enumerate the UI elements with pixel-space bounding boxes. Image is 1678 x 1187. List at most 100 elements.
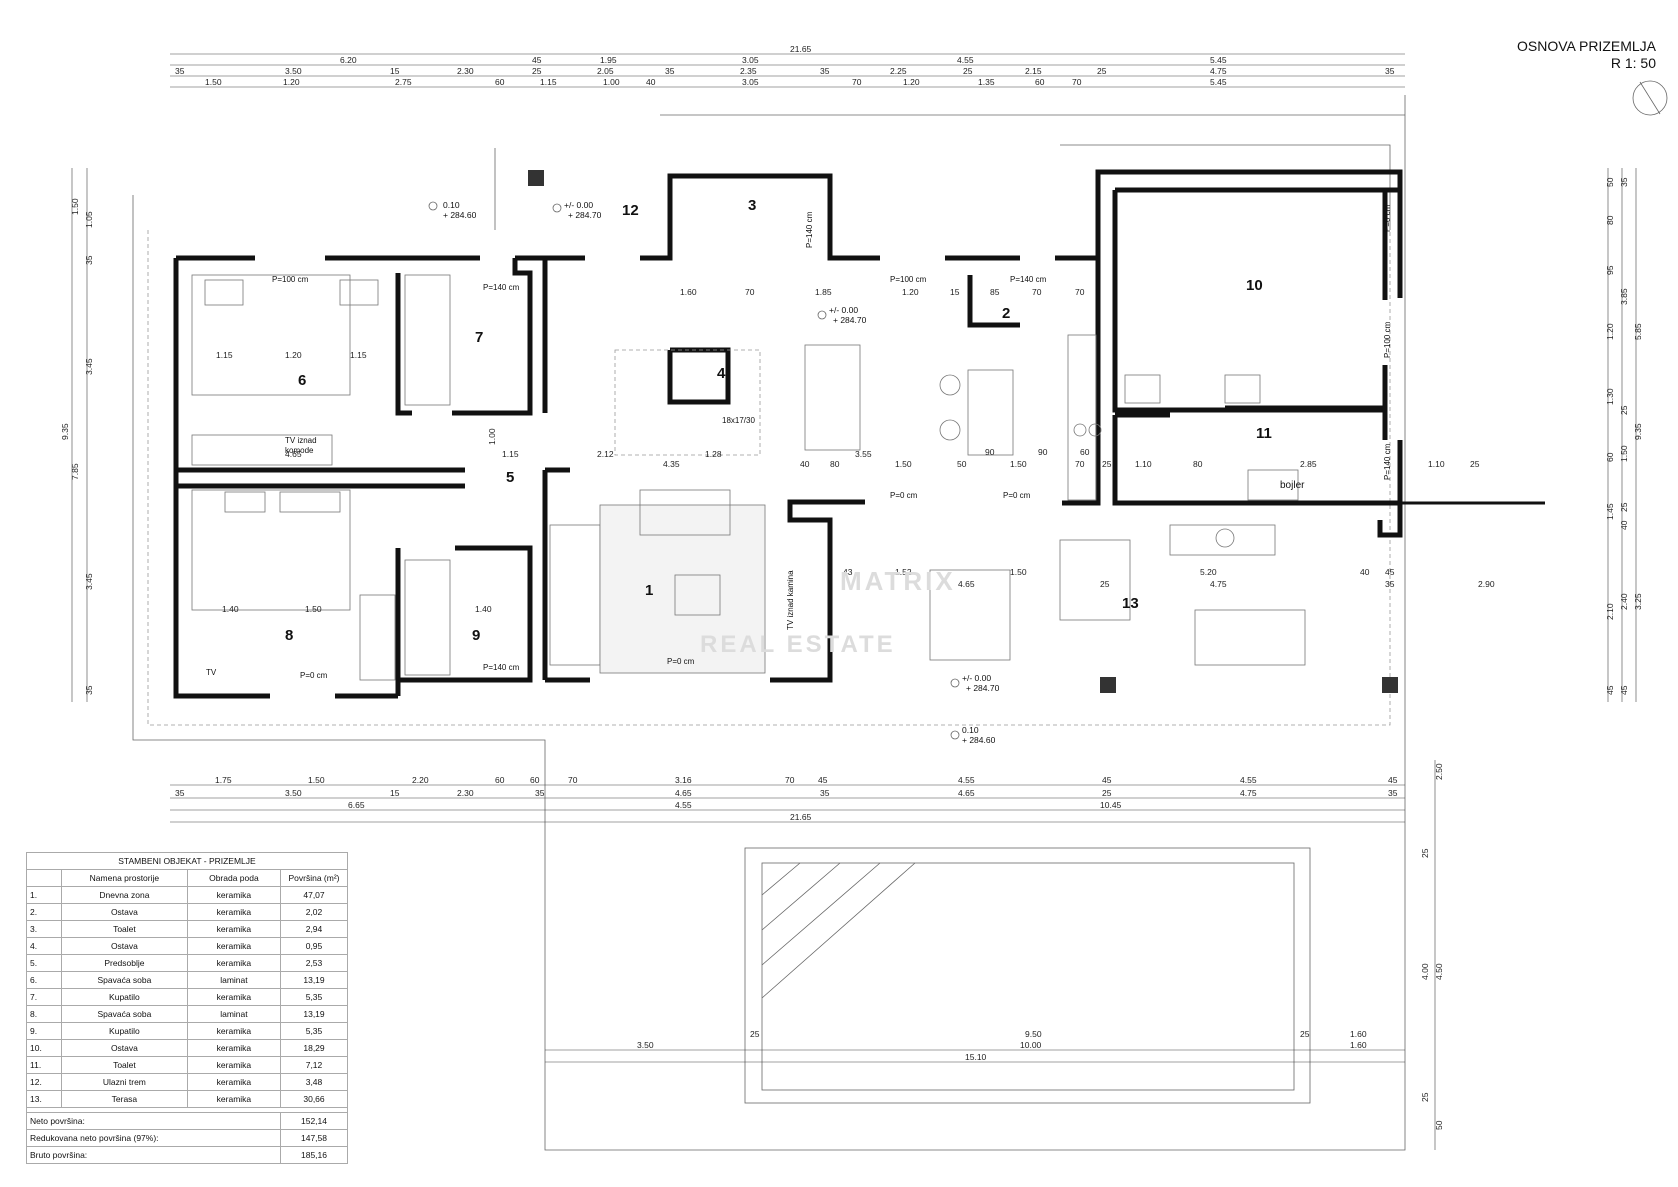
svg-text:35: 35 bbox=[1385, 579, 1395, 589]
svg-text:60: 60 bbox=[530, 775, 540, 785]
svg-text:1.30: 1.30 bbox=[1605, 388, 1615, 405]
svg-text:70: 70 bbox=[1072, 77, 1082, 87]
room-number-12: 12 bbox=[622, 202, 639, 219]
area-table-caption: STAMBENI OBJEKAT - PRIZEMLJE bbox=[26, 852, 348, 870]
svg-text:1.20: 1.20 bbox=[903, 77, 920, 87]
svg-text:1.10: 1.10 bbox=[1135, 459, 1152, 469]
area-table-header: Namena prostorije Obrada poda Površina (… bbox=[26, 869, 348, 887]
svg-text:4.50: 4.50 bbox=[1434, 963, 1444, 980]
svg-text:4.55: 4.55 bbox=[1240, 775, 1257, 785]
svg-text:1.40: 1.40 bbox=[222, 604, 239, 614]
svg-text:35: 35 bbox=[175, 788, 185, 798]
svg-text:5.45: 5.45 bbox=[1210, 55, 1227, 65]
svg-text:3.45: 3.45 bbox=[84, 573, 94, 590]
svg-text:2.35: 2.35 bbox=[740, 66, 757, 76]
svg-text:1.20: 1.20 bbox=[1605, 323, 1615, 340]
note-tv: TV bbox=[206, 668, 217, 677]
svg-text:1.20: 1.20 bbox=[285, 350, 302, 360]
opening-labels: P=100 cm P=140 cm P=100 cm P=140 cm P=14… bbox=[272, 204, 1392, 680]
svg-text:2.20: 2.20 bbox=[412, 775, 429, 785]
svg-text:1.15: 1.15 bbox=[540, 77, 557, 87]
svg-text:70: 70 bbox=[745, 287, 755, 297]
svg-text:3.50: 3.50 bbox=[285, 66, 302, 76]
svg-text:70: 70 bbox=[1075, 459, 1085, 469]
svg-text:4.75: 4.75 bbox=[1240, 788, 1257, 798]
svg-text:50: 50 bbox=[1605, 177, 1615, 187]
note-tv-fireplace: TV iznad kamina bbox=[786, 570, 795, 630]
svg-text:35: 35 bbox=[175, 66, 185, 76]
svg-text:P=140 cm: P=140 cm bbox=[805, 211, 814, 248]
pool-dimensions: 3.50 25 9.50 25 1.60 10.00 1.60 15.10 2.… bbox=[637, 763, 1444, 1130]
svg-text:40: 40 bbox=[800, 459, 810, 469]
svg-text:1.52: 1.52 bbox=[895, 567, 912, 577]
svg-text:25: 25 bbox=[1420, 1092, 1430, 1102]
svg-text:60: 60 bbox=[495, 77, 505, 87]
watermark-logo: MATRIX REAL ESTATE bbox=[700, 566, 953, 658]
svg-text:35: 35 bbox=[84, 685, 94, 695]
svg-text:1.20: 1.20 bbox=[902, 287, 919, 297]
svg-text:35: 35 bbox=[1619, 177, 1629, 187]
svg-text:1.85: 1.85 bbox=[815, 287, 832, 297]
svg-text:35: 35 bbox=[535, 788, 545, 798]
room-number-13: 13 bbox=[1122, 595, 1139, 612]
svg-text:P=140 cm: P=140 cm bbox=[1383, 443, 1392, 480]
table-total-row: Bruto površina:185,16 bbox=[26, 1146, 348, 1164]
svg-text:70: 70 bbox=[568, 775, 578, 785]
svg-text:45: 45 bbox=[818, 775, 828, 785]
svg-text:25: 25 bbox=[1470, 459, 1480, 469]
svg-text:+ 284.70: + 284.70 bbox=[966, 683, 1000, 693]
svg-text:25: 25 bbox=[963, 66, 973, 76]
level-marker-terrace: +/- 0.00 + 284.70 bbox=[950, 673, 1000, 693]
svg-text:1.50: 1.50 bbox=[1010, 459, 1027, 469]
svg-text:+ 284.70: + 284.70 bbox=[833, 315, 867, 325]
svg-text:3.50: 3.50 bbox=[637, 1040, 654, 1050]
furniture bbox=[191, 274, 1306, 681]
svg-text:1.60: 1.60 bbox=[1350, 1029, 1367, 1039]
svg-text:6.65: 6.65 bbox=[348, 800, 365, 810]
level-marker-bottom: 0.10 + 284.60 bbox=[950, 725, 996, 745]
svg-text:1.75: 1.75 bbox=[215, 775, 232, 785]
svg-text:40: 40 bbox=[1360, 567, 1370, 577]
room-number-7: 7 bbox=[475, 329, 483, 346]
svg-text:10.00: 10.00 bbox=[1020, 1040, 1042, 1050]
svg-text:4.35: 4.35 bbox=[663, 459, 680, 469]
level-marker-entry: +/- 0.00 + 284.70 bbox=[552, 200, 602, 220]
svg-text:25: 25 bbox=[1097, 66, 1107, 76]
svg-text:3.16: 3.16 bbox=[675, 775, 692, 785]
svg-text:4.65: 4.65 bbox=[958, 579, 975, 589]
svg-text:60: 60 bbox=[495, 775, 505, 785]
room-number-1: 1 bbox=[645, 582, 653, 599]
site-outline bbox=[132, 95, 1406, 1151]
svg-text:2.25: 2.25 bbox=[890, 66, 907, 76]
svg-text:25: 25 bbox=[1102, 459, 1112, 469]
svg-text:P=100 cm: P=100 cm bbox=[890, 275, 927, 284]
svg-text:50: 50 bbox=[1434, 1120, 1444, 1130]
svg-text:1.50: 1.50 bbox=[1010, 567, 1027, 577]
note-tv-above: TV iznad bbox=[285, 436, 317, 445]
room-number-3: 3 bbox=[748, 197, 756, 214]
svg-text:70: 70 bbox=[785, 775, 795, 785]
svg-text:P=140 cm: P=140 cm bbox=[483, 663, 520, 672]
right-dimensions: 50 35 80 95 3.85 5.85 1.20 1.30 25 60 1.… bbox=[1605, 177, 1643, 695]
svg-text:6.20: 6.20 bbox=[340, 55, 357, 65]
svg-text:1.10: 1.10 bbox=[1428, 459, 1445, 469]
svg-text:35: 35 bbox=[1388, 788, 1398, 798]
svg-text:40: 40 bbox=[646, 77, 656, 87]
svg-text:2.40: 2.40 bbox=[1619, 593, 1629, 610]
svg-text:4.65: 4.65 bbox=[675, 788, 692, 798]
svg-text:35: 35 bbox=[1385, 66, 1395, 76]
svg-text:80: 80 bbox=[830, 459, 840, 469]
svg-text:80: 80 bbox=[1605, 215, 1615, 225]
svg-text:2.30: 2.30 bbox=[457, 66, 474, 76]
room-number-5: 5 bbox=[506, 469, 514, 486]
svg-text:1.50: 1.50 bbox=[205, 77, 222, 87]
svg-text:1.20: 1.20 bbox=[283, 77, 300, 87]
svg-text:P=0 cm: P=0 cm bbox=[1383, 204, 1392, 232]
svg-text:80: 80 bbox=[1193, 459, 1203, 469]
note-dresser: komode bbox=[285, 446, 314, 455]
